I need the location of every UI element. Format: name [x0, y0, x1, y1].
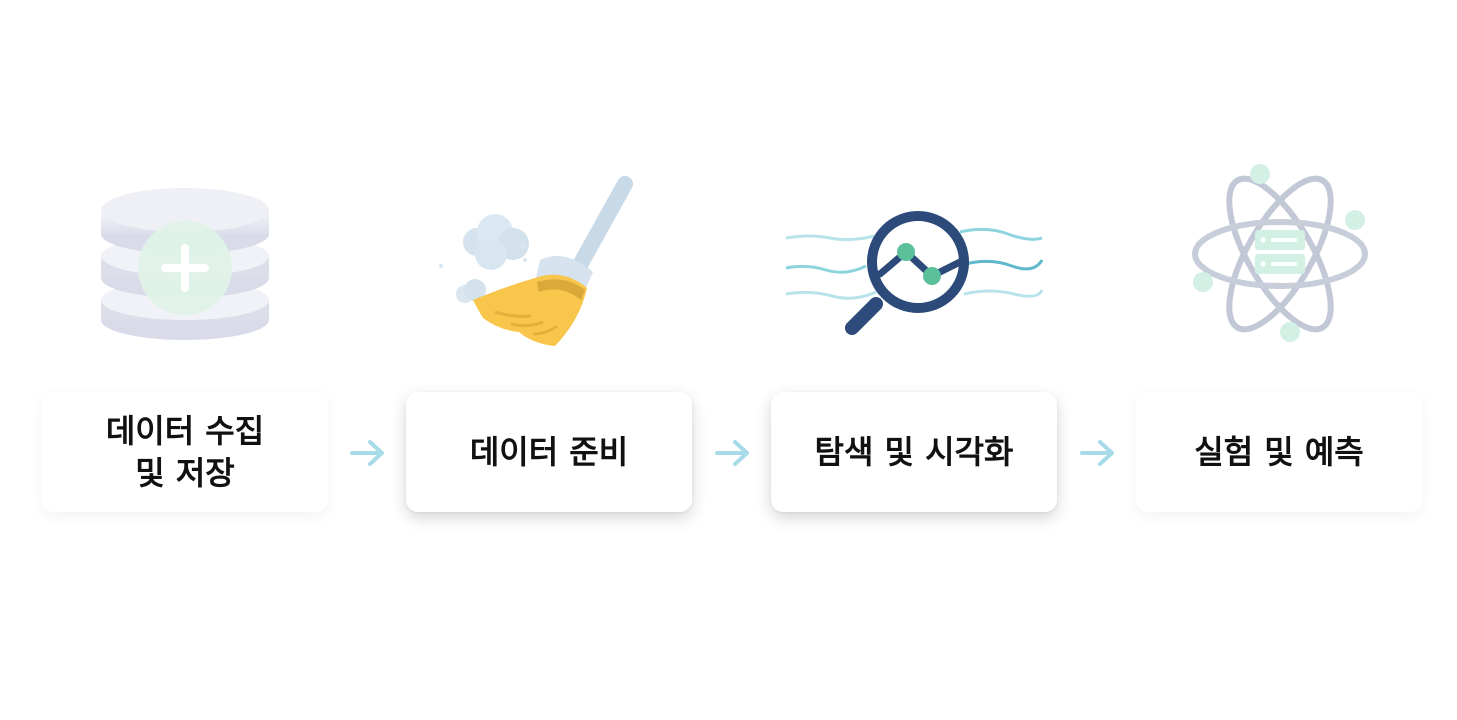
step-label: 데이터 준비 [469, 433, 629, 471]
step-label: 탐색 및 시각화 [814, 433, 1014, 471]
step-card-prepare: 데이터 준비 [406, 392, 692, 512]
broom-icon [415, 160, 685, 360]
step-label: 실험 및 예측 [1194, 433, 1364, 471]
step-label: 데이터 수집 및 저장 [105, 412, 265, 492]
step-card-experiment: 실험 및 예측 [1136, 392, 1422, 512]
magnifier-chart-icon [780, 160, 1050, 360]
atom-server-icon [1145, 160, 1415, 360]
step-card-explore: 탐색 및 시각화 [771, 392, 1057, 512]
arrow-right-icon [713, 436, 753, 470]
step-card-collect: 데이터 수집 및 저장 [42, 392, 328, 512]
arrow-right-icon [1078, 436, 1118, 470]
arrow-right-icon [348, 436, 388, 470]
database-plus-icon [50, 160, 320, 360]
